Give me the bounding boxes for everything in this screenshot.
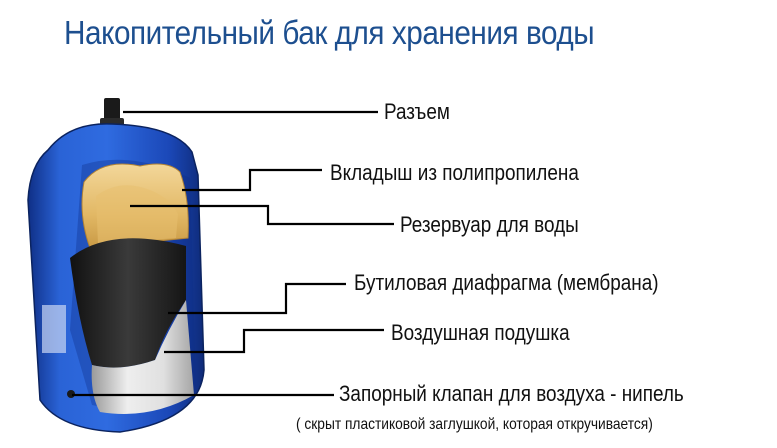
label-air-valve: Запорный клапан для воздуха - нипель [339, 381, 684, 406]
leader-cushion [164, 328, 384, 354]
tank-sticker [42, 305, 66, 353]
leader-liner [182, 168, 322, 192]
leader-reservoir [130, 204, 394, 226]
label-air-cushion: Воздушная подушка [391, 320, 570, 345]
air-cushion [91, 300, 194, 414]
label-diaphragm: Бутиловая диафрагма (мембрана) [354, 270, 659, 295]
connector-fitting [100, 98, 124, 126]
label-valve-note: ( скрыт пластиковой заглушкой, которая о… [296, 416, 653, 433]
water-reservoir-area [96, 185, 178, 244]
label-connector: Разъем [384, 99, 450, 124]
label-reservoir: Резервуар для воды [400, 212, 579, 237]
label-liner: Вкладыш из полипропилена [330, 160, 579, 185]
butyl-diaphragm [70, 238, 186, 368]
diagram-title: Накопительный бак для хранения воды [64, 14, 595, 51]
leader-lines [72, 110, 394, 397]
leader-diaphragm [168, 282, 346, 315]
